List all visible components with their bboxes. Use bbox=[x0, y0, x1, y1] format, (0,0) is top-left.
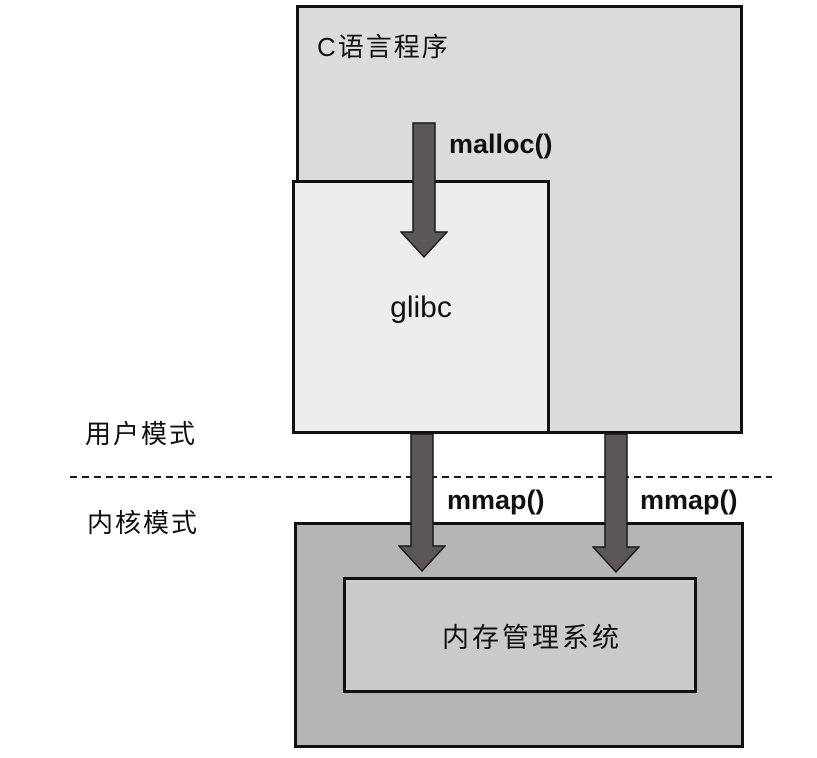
glibc-label: glibc bbox=[390, 291, 452, 324]
mmap-left-call-label: mmap() bbox=[447, 485, 545, 515]
c-program-label: C语言程序 bbox=[317, 32, 450, 62]
malloc-arrow-icon bbox=[400, 122, 448, 258]
memory-management-box: 内存管理系统 bbox=[343, 577, 697, 693]
user-mode-label: 用户模式 bbox=[85, 419, 198, 449]
memory-management-label: 内存管理系统 bbox=[442, 622, 622, 653]
kernel-mode-label: 内核模式 bbox=[87, 508, 200, 538]
mmap-left-arrow-icon bbox=[398, 433, 446, 572]
malloc-call-label: malloc() bbox=[449, 129, 553, 159]
mmap-right-call-label: mmap() bbox=[640, 485, 738, 515]
mmap-right-arrow-icon bbox=[592, 433, 640, 573]
kernel-box: 内存管理系统 bbox=[294, 522, 744, 748]
